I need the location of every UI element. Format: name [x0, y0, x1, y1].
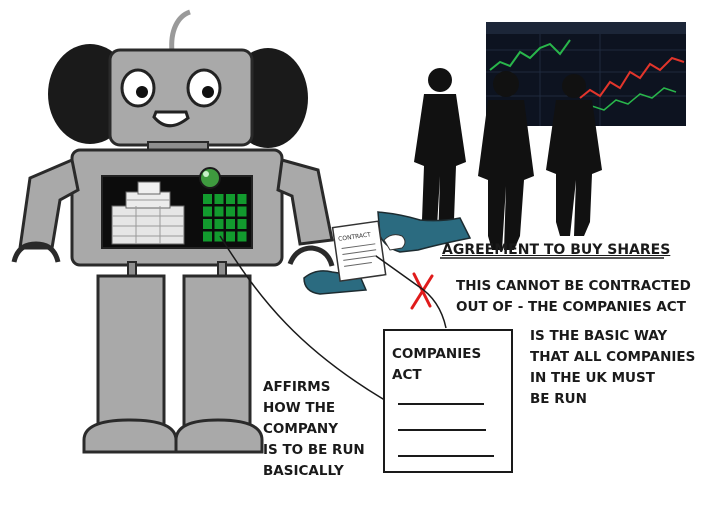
businessmen-silhouette-icon	[414, 68, 602, 250]
basic-way-note: IS THE BASIC WAY THAT ALL COMPANIES IN T…	[530, 326, 695, 410]
keypad-key	[203, 219, 212, 229]
keypad-key	[226, 206, 235, 217]
keypad-icon	[200, 190, 250, 246]
affirms-line: AFFIRMS	[263, 379, 331, 395]
keypad-key	[203, 194, 212, 204]
contract-note-line: THIS CANNOT BE CONTRACTED	[456, 278, 691, 294]
contract-note-line: OUT OF - THE COMPANIES ACT	[456, 299, 686, 315]
document-icon	[383, 329, 513, 473]
keypad-key	[214, 194, 224, 204]
red-cross-icon	[410, 272, 434, 310]
affirms-line: BASICALLY	[263, 463, 344, 479]
keypad-key	[226, 219, 235, 229]
handshake-contract-icon: CONTRACT	[303, 211, 472, 295]
basic-way-line: IN THE UK MUST	[530, 370, 655, 386]
affirms-line: HOW THE	[263, 400, 336, 416]
affirms-note: AFFIRMS HOW THE COMPANY IS TO BE RUN BAS…	[263, 377, 365, 482]
keypad-key	[237, 206, 247, 217]
companies-act-line: COMPANIES	[392, 346, 482, 362]
keypad-key	[214, 219, 224, 229]
keypad-key	[226, 231, 235, 242]
keypad-key	[237, 219, 247, 229]
keypad-key	[237, 194, 247, 204]
affirms-line: COMPANY	[263, 421, 338, 437]
keypad-key	[237, 231, 247, 242]
agreement-label: AGREEMENT TO BUY SHARES	[442, 242, 671, 258]
keypad-key	[203, 231, 212, 242]
money-stack-icon	[111, 181, 185, 245]
keypad-key	[203, 206, 212, 217]
companies-act-title: COMPANIES ACT	[392, 344, 481, 386]
basic-way-line: IS THE BASIC WAY	[530, 328, 668, 344]
robot-icon	[11, 9, 335, 454]
companies-act-line: ACT	[392, 367, 422, 383]
keypad-key	[214, 206, 224, 217]
contract-note: THIS CANNOT BE CONTRACTED OUT OF - THE C…	[456, 276, 691, 318]
contract-doc-label: CONTRACT	[338, 231, 372, 243]
keypad-key	[214, 231, 224, 242]
basic-way-line: BE RUN	[530, 391, 587, 407]
basic-way-line: THAT ALL COMPANIES	[530, 349, 696, 365]
affirms-line: IS TO BE RUN	[263, 442, 365, 458]
keypad-key	[226, 194, 235, 204]
